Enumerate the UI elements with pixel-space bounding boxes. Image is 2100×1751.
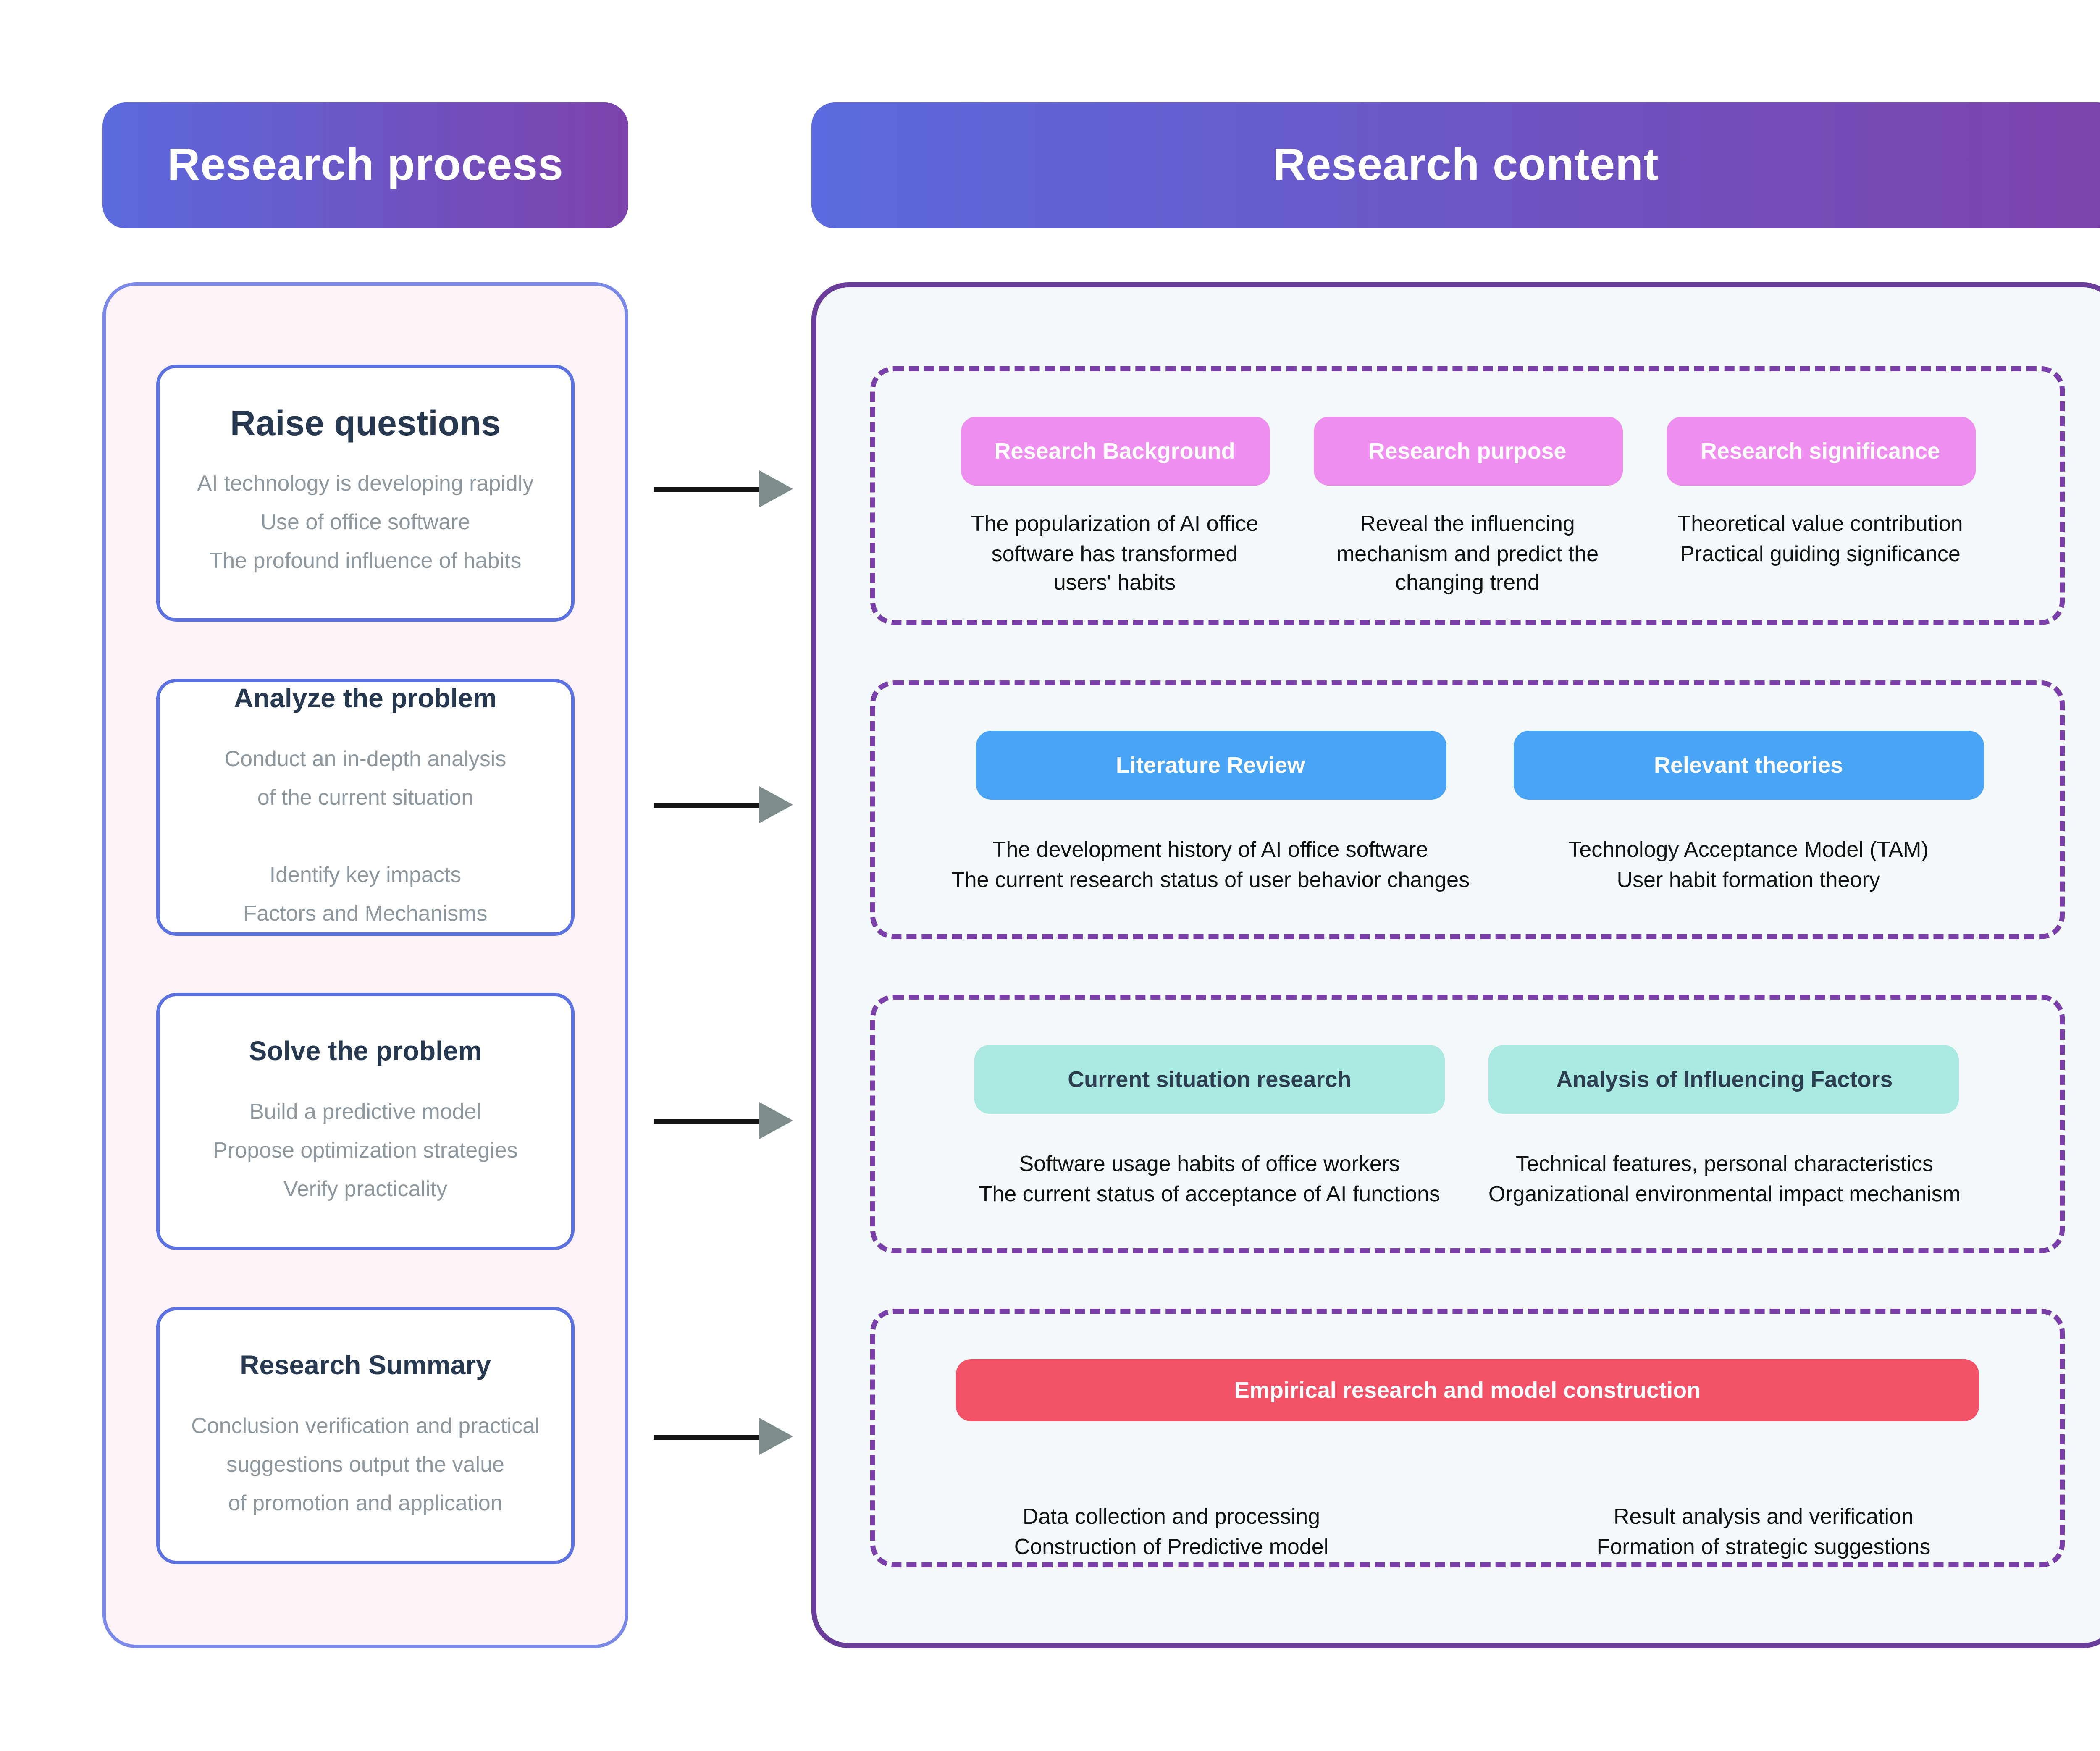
arrow-shaft <box>654 802 764 807</box>
research-purpose-pill: Research purpose <box>1313 417 1622 486</box>
process-box-body: Build a predictive model Propose optimiz… <box>213 1098 518 1200</box>
influencing-factors-pill: Analysis of Influencing Factors <box>1489 1045 1960 1114</box>
result-analysis-text: Result analysis and verification Formati… <box>1596 1504 1931 1559</box>
data-collection-text: Data collection and processing Construct… <box>1014 1504 1329 1559</box>
influencing-factors-text: Technical features, personal characteris… <box>1488 1151 1961 1206</box>
process-panel: Raise questions AI technology is develop… <box>102 282 628 1648</box>
flow-arrow-right-1 <box>654 470 793 507</box>
process-box-analyze-problem: Analyze the problem Conduct an in-depth … <box>156 679 575 936</box>
empirical-research-pill: Empirical research and model constructio… <box>956 1359 1979 1421</box>
content-row-background-purpose-significance: Research Background The popularization o… <box>870 366 2065 625</box>
process-box-title: Research Summary <box>240 1352 491 1380</box>
literature-review-text: The development history of AI office sof… <box>951 837 1470 892</box>
arrow-head-right-icon <box>759 786 793 823</box>
content-row-situation-factors: Current situation research Software usag… <box>870 995 2065 1253</box>
content-item-literature-review: Literature Review The development histor… <box>951 731 1470 895</box>
content-item-research-background: Research Background The popularization o… <box>960 417 1269 597</box>
process-header: Research process <box>102 102 628 228</box>
content-item-influencing-factors: Analysis of Influencing Factors Technica… <box>1488 1045 1961 1210</box>
process-box-title: Raise questions <box>230 404 501 443</box>
content-item-relevant-theories: Relevant theories Technology Acceptance … <box>1513 731 1984 895</box>
content-item-current-situation: Current situation research Software usag… <box>974 1045 1445 1210</box>
current-situation-text: Software usage habits of office workers … <box>979 1151 1440 1206</box>
content-item-research-purpose: Research purpose Reveal the influencing … <box>1313 417 1622 597</box>
literature-review-pill: Literature Review <box>975 731 1446 800</box>
process-header-label: Research process <box>167 139 564 190</box>
content-row-empirical-research: Empirical research and model constructio… <box>870 1309 2065 1567</box>
current-situation-pill: Current situation research <box>974 1045 1445 1114</box>
process-box-research-summary: Research Summary Conclusion verification… <box>156 1307 575 1564</box>
content-header: Research content <box>811 102 2100 228</box>
process-box-body: AI technology is developing rapidly Use … <box>197 470 534 572</box>
content-item-research-significance: Research significance Theoretical value … <box>1666 417 1975 568</box>
relevant-theories-text: Technology Acceptance Model (TAM) User h… <box>1568 837 1929 892</box>
flow-arrow-right-4 <box>654 1418 793 1455</box>
arrow-shaft <box>654 486 764 491</box>
empirical-research-texts: Data collection and processing Construct… <box>875 1502 2060 1562</box>
flow-arrow-right-3 <box>654 1102 793 1139</box>
arrow-head-right-icon <box>759 470 793 507</box>
process-box-title: Solve the problem <box>249 1037 482 1066</box>
relevant-theories-pill: Relevant theories <box>1513 731 1984 800</box>
research-significance-text: Theoretical value contribution Practical… <box>1677 511 1963 565</box>
arrow-shaft <box>654 1434 764 1439</box>
flow-arrow-right-2 <box>654 786 793 823</box>
content-panel: Research Background The popularization o… <box>811 282 2100 1648</box>
process-box-body: Conclusion verification and practical su… <box>191 1412 540 1515</box>
process-box-solve-problem: Solve the problem Build a predictive mod… <box>156 993 575 1250</box>
arrow-head-right-icon <box>759 1418 793 1455</box>
arrow-shaft <box>654 1118 764 1123</box>
research-background-text: The popularization of AI office software… <box>971 511 1259 595</box>
content-row-literature-theories: Literature Review The development histor… <box>870 680 2065 939</box>
research-purpose-text: Reveal the influencing mechanism and pre… <box>1336 511 1599 595</box>
process-box-raise-questions: Raise questions AI technology is develop… <box>156 365 575 622</box>
arrow-head-right-icon <box>759 1102 793 1139</box>
process-box-title: Analyze the problem <box>234 685 497 713</box>
content-header-label: Research content <box>1273 139 1659 190</box>
process-box-body: Conduct an in-depth analysis of the curr… <box>224 745 507 925</box>
research-background-pill: Research Background <box>960 417 1269 486</box>
research-significance-pill: Research significance <box>1666 417 1975 486</box>
